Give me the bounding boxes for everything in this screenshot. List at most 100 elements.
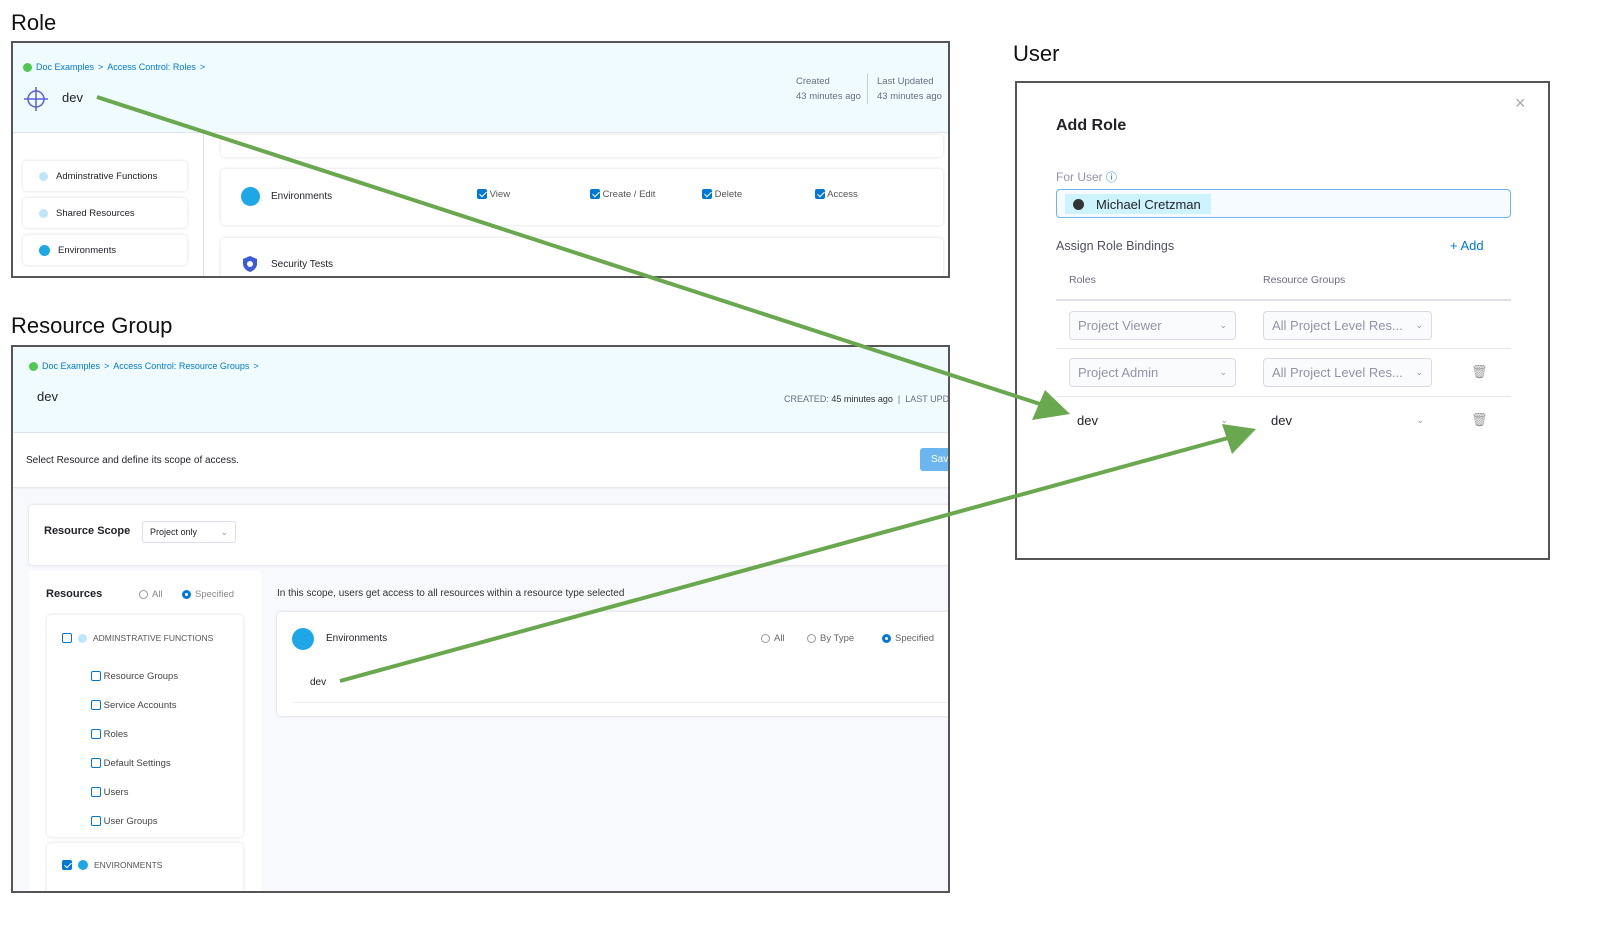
- trash-icon[interactable]: 🗑: [1471, 412, 1488, 427]
- breadcrumb-link[interactable]: Doc Examples: [36, 62, 95, 72]
- page-title: dev: [37, 389, 58, 404]
- radio-specified[interactable]: Specified: [182, 589, 234, 600]
- admin-functions-group: ADMINSTRATIVE FUNCTIONS Resource Groups …: [47, 615, 243, 837]
- resource-group-select[interactable]: All Project Level Res...⌄: [1263, 358, 1432, 387]
- chevron-down-icon: ⌄: [1415, 367, 1423, 377]
- breadcrumb-link[interactable]: Access Control: Resource Groups: [113, 361, 250, 371]
- section-title-resource-group: Resource Group: [11, 313, 173, 338]
- breadcrumb: Doc Examples > Access Control: Resource …: [29, 361, 259, 371]
- chevron-down-icon: ⌄: [220, 526, 228, 537]
- dialog-title: Add Role: [1056, 117, 1127, 134]
- role-panel: Doc Examples > Access Control: Roles > d…: [11, 41, 950, 278]
- sidebar-item-label: Shared Resources: [56, 207, 135, 219]
- shield-icon: [243, 256, 257, 272]
- section-title-role: Role: [11, 10, 57, 35]
- radio-all[interactable]: All: [761, 633, 785, 644]
- resource-group-panel: Doc Examples > Access Control: Resource …: [11, 345, 950, 893]
- perm-access[interactable]: Access: [815, 189, 858, 200]
- page-title: dev: [62, 90, 83, 105]
- resources-label: Resources: [46, 588, 103, 600]
- row-label: Security Tests: [271, 259, 334, 270]
- section-title-user: User: [1013, 41, 1060, 66]
- shared-icon: [39, 208, 48, 218]
- col-resource-groups: Resource Groups: [1263, 274, 1346, 286]
- avatar: [1073, 198, 1084, 210]
- arrow-role-head: [1032, 390, 1070, 420]
- resources-sidebar: Resources All Specified ADMINSTRATIVE FU…: [29, 571, 261, 891]
- environment-item: dev: [310, 677, 327, 688]
- divider: [203, 133, 204, 276]
- perm-delete[interactable]: Delete: [702, 189, 742, 200]
- resource-group-select[interactable]: dev⌄: [1271, 413, 1424, 428]
- sidebar-item-admin[interactable]: Adminstrative Functions: [23, 161, 187, 191]
- created-info: CREATED: 45 minutes ago | LAST UPD: [784, 394, 950, 404]
- role-crosshair-icon: [24, 87, 48, 111]
- divider: [293, 702, 948, 703]
- perm-view[interactable]: View: [477, 189, 510, 200]
- checkbox-user-groups[interactable]: User Groups: [91, 807, 178, 836]
- for-user-label: For User ⓘ: [1056, 170, 1118, 184]
- checkbox-users[interactable]: Users: [91, 778, 178, 807]
- checkbox-default-settings[interactable]: Default Settings: [91, 749, 178, 778]
- rg-header: Doc Examples > Access Control: Resource …: [13, 347, 948, 433]
- chevron-down-icon: ⌄: [1219, 320, 1227, 330]
- radio-specified[interactable]: Specified: [882, 633, 934, 644]
- environments-group-header[interactable]: ENVIRONMENTS: [62, 860, 162, 870]
- breadcrumb-link[interactable]: Doc Examples: [42, 361, 101, 371]
- admin-group-header[interactable]: ADMINSTRATIVE FUNCTIONS: [62, 633, 213, 643]
- assign-label: Assign Role Bindings: [1056, 239, 1175, 253]
- arrow-rg-line: [339, 436, 1229, 683]
- resource-group-select[interactable]: All Project Level Res...⌄: [1263, 311, 1432, 340]
- permission-card: [221, 135, 943, 157]
- environment-icon: [39, 244, 50, 256]
- sidebar-item-label: Environments: [58, 244, 117, 256]
- project-icon: [29, 361, 38, 371]
- chevron-down-icon: ⌄: [1219, 367, 1227, 377]
- admin-icon: [39, 171, 48, 181]
- add-role-dialog: × Add Role For User ⓘ Michael Cretzman A…: [1015, 81, 1550, 560]
- checkbox-resource-groups[interactable]: Resource Groups: [91, 662, 178, 691]
- sidebar-item-environments[interactable]: Environments: [23, 235, 187, 265]
- close-icon[interactable]: ×: [1515, 93, 1526, 113]
- sidebar-item-shared[interactable]: Shared Resources: [23, 198, 187, 228]
- user-chip[interactable]: Michael Cretzman: [1065, 194, 1211, 214]
- checkbox-roles[interactable]: Roles: [91, 720, 178, 749]
- admin-items-list: Resource Groups Service Accounts Roles D…: [91, 662, 178, 836]
- radio-by-type[interactable]: By Type: [807, 633, 854, 644]
- breadcrumb: Doc Examples > Access Control: Roles >: [23, 62, 205, 72]
- environment-icon: [241, 187, 260, 206]
- card-label: Environments: [326, 633, 388, 644]
- row-label: Environments: [271, 191, 333, 202]
- role-select[interactable]: dev⌄: [1077, 413, 1228, 428]
- divider: [1056, 299, 1511, 301]
- divider: [1056, 396, 1511, 397]
- project-icon: [23, 62, 32, 72]
- save-button[interactable]: Sav: [920, 448, 948, 471]
- info-icon: ⓘ: [1106, 172, 1118, 184]
- arrow-rg-head: [1222, 424, 1256, 454]
- role-select[interactable]: Project Admin⌄: [1069, 358, 1236, 387]
- role-header: Doc Examples > Access Control: Roles > d…: [13, 43, 948, 133]
- breadcrumb-link[interactable]: Access Control: Roles: [107, 62, 196, 72]
- radio-all[interactable]: All: [139, 589, 163, 600]
- arrow-role-line: [96, 95, 1041, 406]
- environments-card: Environments All By Type Specified dev: [277, 612, 948, 716]
- security-tests-row: Security Tests: [221, 238, 943, 276]
- environments-group: ENVIRONMENTS: [47, 843, 243, 891]
- role-select[interactable]: Project Viewer⌄: [1069, 311, 1236, 340]
- chevron-down-icon: ⌄: [1220, 415, 1228, 425]
- add-binding-button[interactable]: + Add: [1450, 238, 1484, 253]
- scope-note: In this scope, users get access to all r…: [277, 588, 625, 599]
- scope-label: Resource Scope: [44, 525, 131, 537]
- perm-create-edit[interactable]: Create / Edit: [590, 189, 655, 200]
- divider: [1056, 348, 1511, 349]
- instructions-bar: Select Resource and define its scope of …: [13, 433, 948, 487]
- checkbox-service-accounts[interactable]: Service Accounts: [91, 691, 178, 720]
- trash-icon[interactable]: 🗑: [1471, 364, 1488, 379]
- sidebar-item-label: Adminstrative Functions: [56, 170, 158, 182]
- user-input[interactable]: Michael Cretzman: [1056, 189, 1511, 218]
- scope-dropdown[interactable]: Project only⌄: [142, 521, 236, 543]
